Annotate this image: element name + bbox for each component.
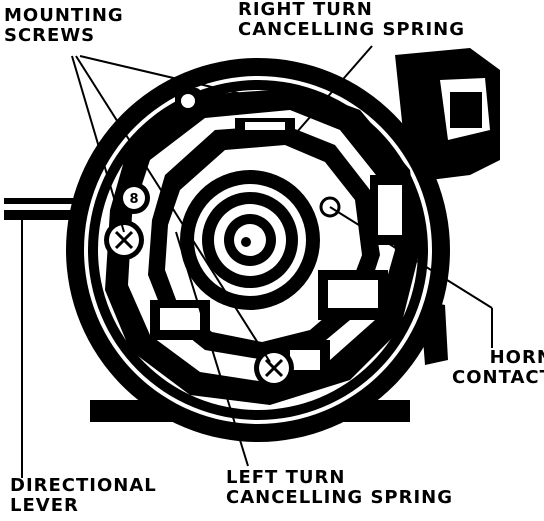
leader-mounting-screw-2 <box>75 55 271 363</box>
label-line: DIRECTIONAL <box>10 475 157 496</box>
label-right-turn-cancelling-spring: RIGHT TURN CANCELLING SPRING <box>238 0 465 40</box>
label-line: RIGHT TURN <box>238 0 373 20</box>
svg-text:8: 8 <box>129 192 138 207</box>
screw-icon: 8 <box>118 182 150 214</box>
leader-mounting-screw-3 <box>79 55 251 97</box>
label-horn-contact: HORN CONTACT <box>452 348 544 388</box>
label-line: LEVER <box>10 495 79 516</box>
screw-icon <box>104 220 144 260</box>
label-line: MOUNTING <box>4 5 124 26</box>
leader-right-turn-spring <box>289 45 373 141</box>
label-line: SCREWS <box>4 25 96 46</box>
label-left-turn-cancelling-spring: LEFT TURN CANCELLING SPRING <box>226 468 453 508</box>
label-line: CONTACT <box>452 367 544 388</box>
label-line: HORN <box>489 347 544 368</box>
label-line: CANCELLING SPRING <box>226 487 454 508</box>
screw-icon <box>254 348 294 388</box>
label-mounting-screws: MOUNTING SCREWS <box>4 6 124 46</box>
leader-horn-contact <box>329 206 493 309</box>
leader-mounting-screw-1 <box>71 55 125 233</box>
leader-lines <box>21 45 493 478</box>
label-directional-lever: DIRECTIONAL LEVER <box>10 476 157 516</box>
label-line: CANCELLING SPRING <box>238 19 466 40</box>
label-line: LEFT TURN <box>226 467 346 488</box>
leader-left-turn-spring <box>175 231 249 467</box>
